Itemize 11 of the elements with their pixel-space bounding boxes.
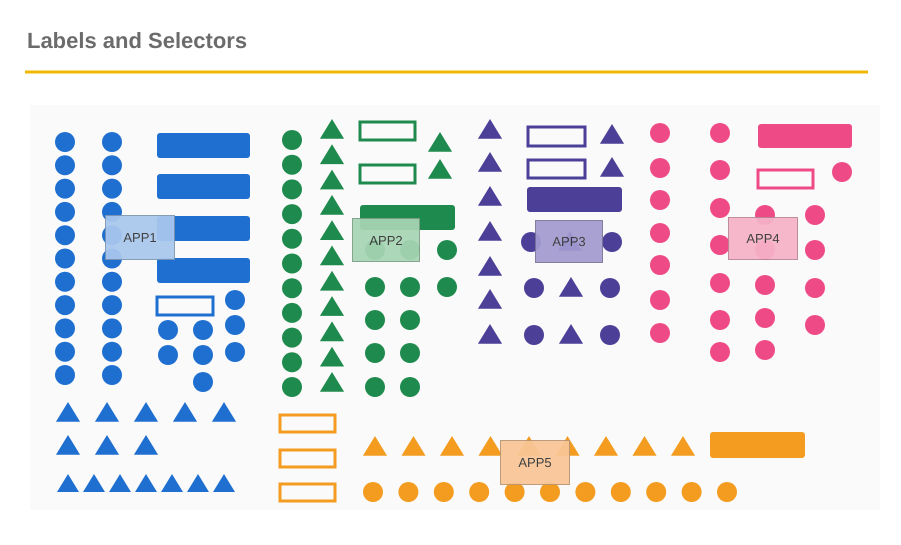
label-text: APP5 — [518, 455, 552, 470]
label-text: APP2 — [369, 232, 403, 248]
label-tag — [535, 220, 603, 263]
page-title: Labels and Selectors — [27, 28, 248, 54]
label-tag — [352, 218, 420, 262]
label-text: APP1 — [123, 230, 157, 245]
label-text: APP3 — [552, 234, 586, 249]
label-tag — [105, 215, 175, 260]
label-tag — [500, 440, 570, 485]
label-text: APP4 — [746, 231, 780, 246]
label-tag — [728, 217, 798, 260]
